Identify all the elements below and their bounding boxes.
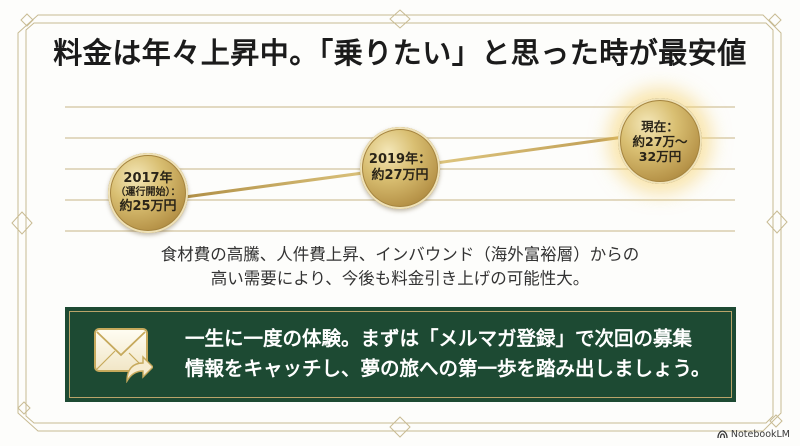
point-label-line: 2017年	[123, 171, 173, 187]
callout-text: 一生に一度の体験。まずは「メルマガ登録」で次回の募集 情報をキャッチし、夢の旅へ…	[185, 324, 725, 384]
envelope-forward-icon	[94, 328, 153, 383]
explanation-line-1: 食材費の高騰、人件費上昇、インバウンド（海外富裕層）からの	[160, 245, 640, 264]
point-label-line: 約27万～	[632, 133, 688, 149]
brand-label: NotebookLM	[730, 429, 790, 440]
newsletter-callout: 一生に一度の体験。まずは「メルマガ登録」で次回の募集 情報をキャッチし、夢の旅へ…	[65, 307, 736, 402]
price-point-2017: 2017年 （運行開始）： 約25万円	[108, 153, 188, 233]
brand-watermark: NotebookLM	[717, 429, 790, 440]
callout-line-1: 一生に一度の体験。まずは「メルマガ登録」で次回の募集	[185, 327, 693, 350]
point-label-line: （運行開始）：	[115, 187, 181, 198]
callout-inner-border	[69, 311, 732, 398]
explanation-text: 食材費の高騰、人件費上昇、インバウンド（海外富裕層）からの 高い需要により、今後…	[0, 243, 800, 291]
point-label-line: 約25万円	[119, 199, 177, 214]
price-point-2019: 2019年： 約27万円	[360, 127, 440, 209]
point-label-line: 32万円	[638, 148, 682, 164]
point-label-line: 約27万円	[371, 168, 429, 183]
price-point-current: 現在： 約27万～ 32万円	[618, 98, 702, 184]
slide-title: 料金は年々上昇中。「乗りたい」と思った時が最安値	[53, 36, 747, 70]
callout-line-2: 情報をキャッチし、夢の旅への第一歩を踏み出しましょう。	[185, 357, 711, 380]
explanation-line-2: 高い需要により、今後も料金引き上げの可能性大。	[210, 269, 590, 288]
point-label-line: 現在：	[641, 118, 679, 134]
point-label-line: 2019年：	[368, 152, 432, 168]
notebooklm-logo-icon	[717, 430, 728, 439]
